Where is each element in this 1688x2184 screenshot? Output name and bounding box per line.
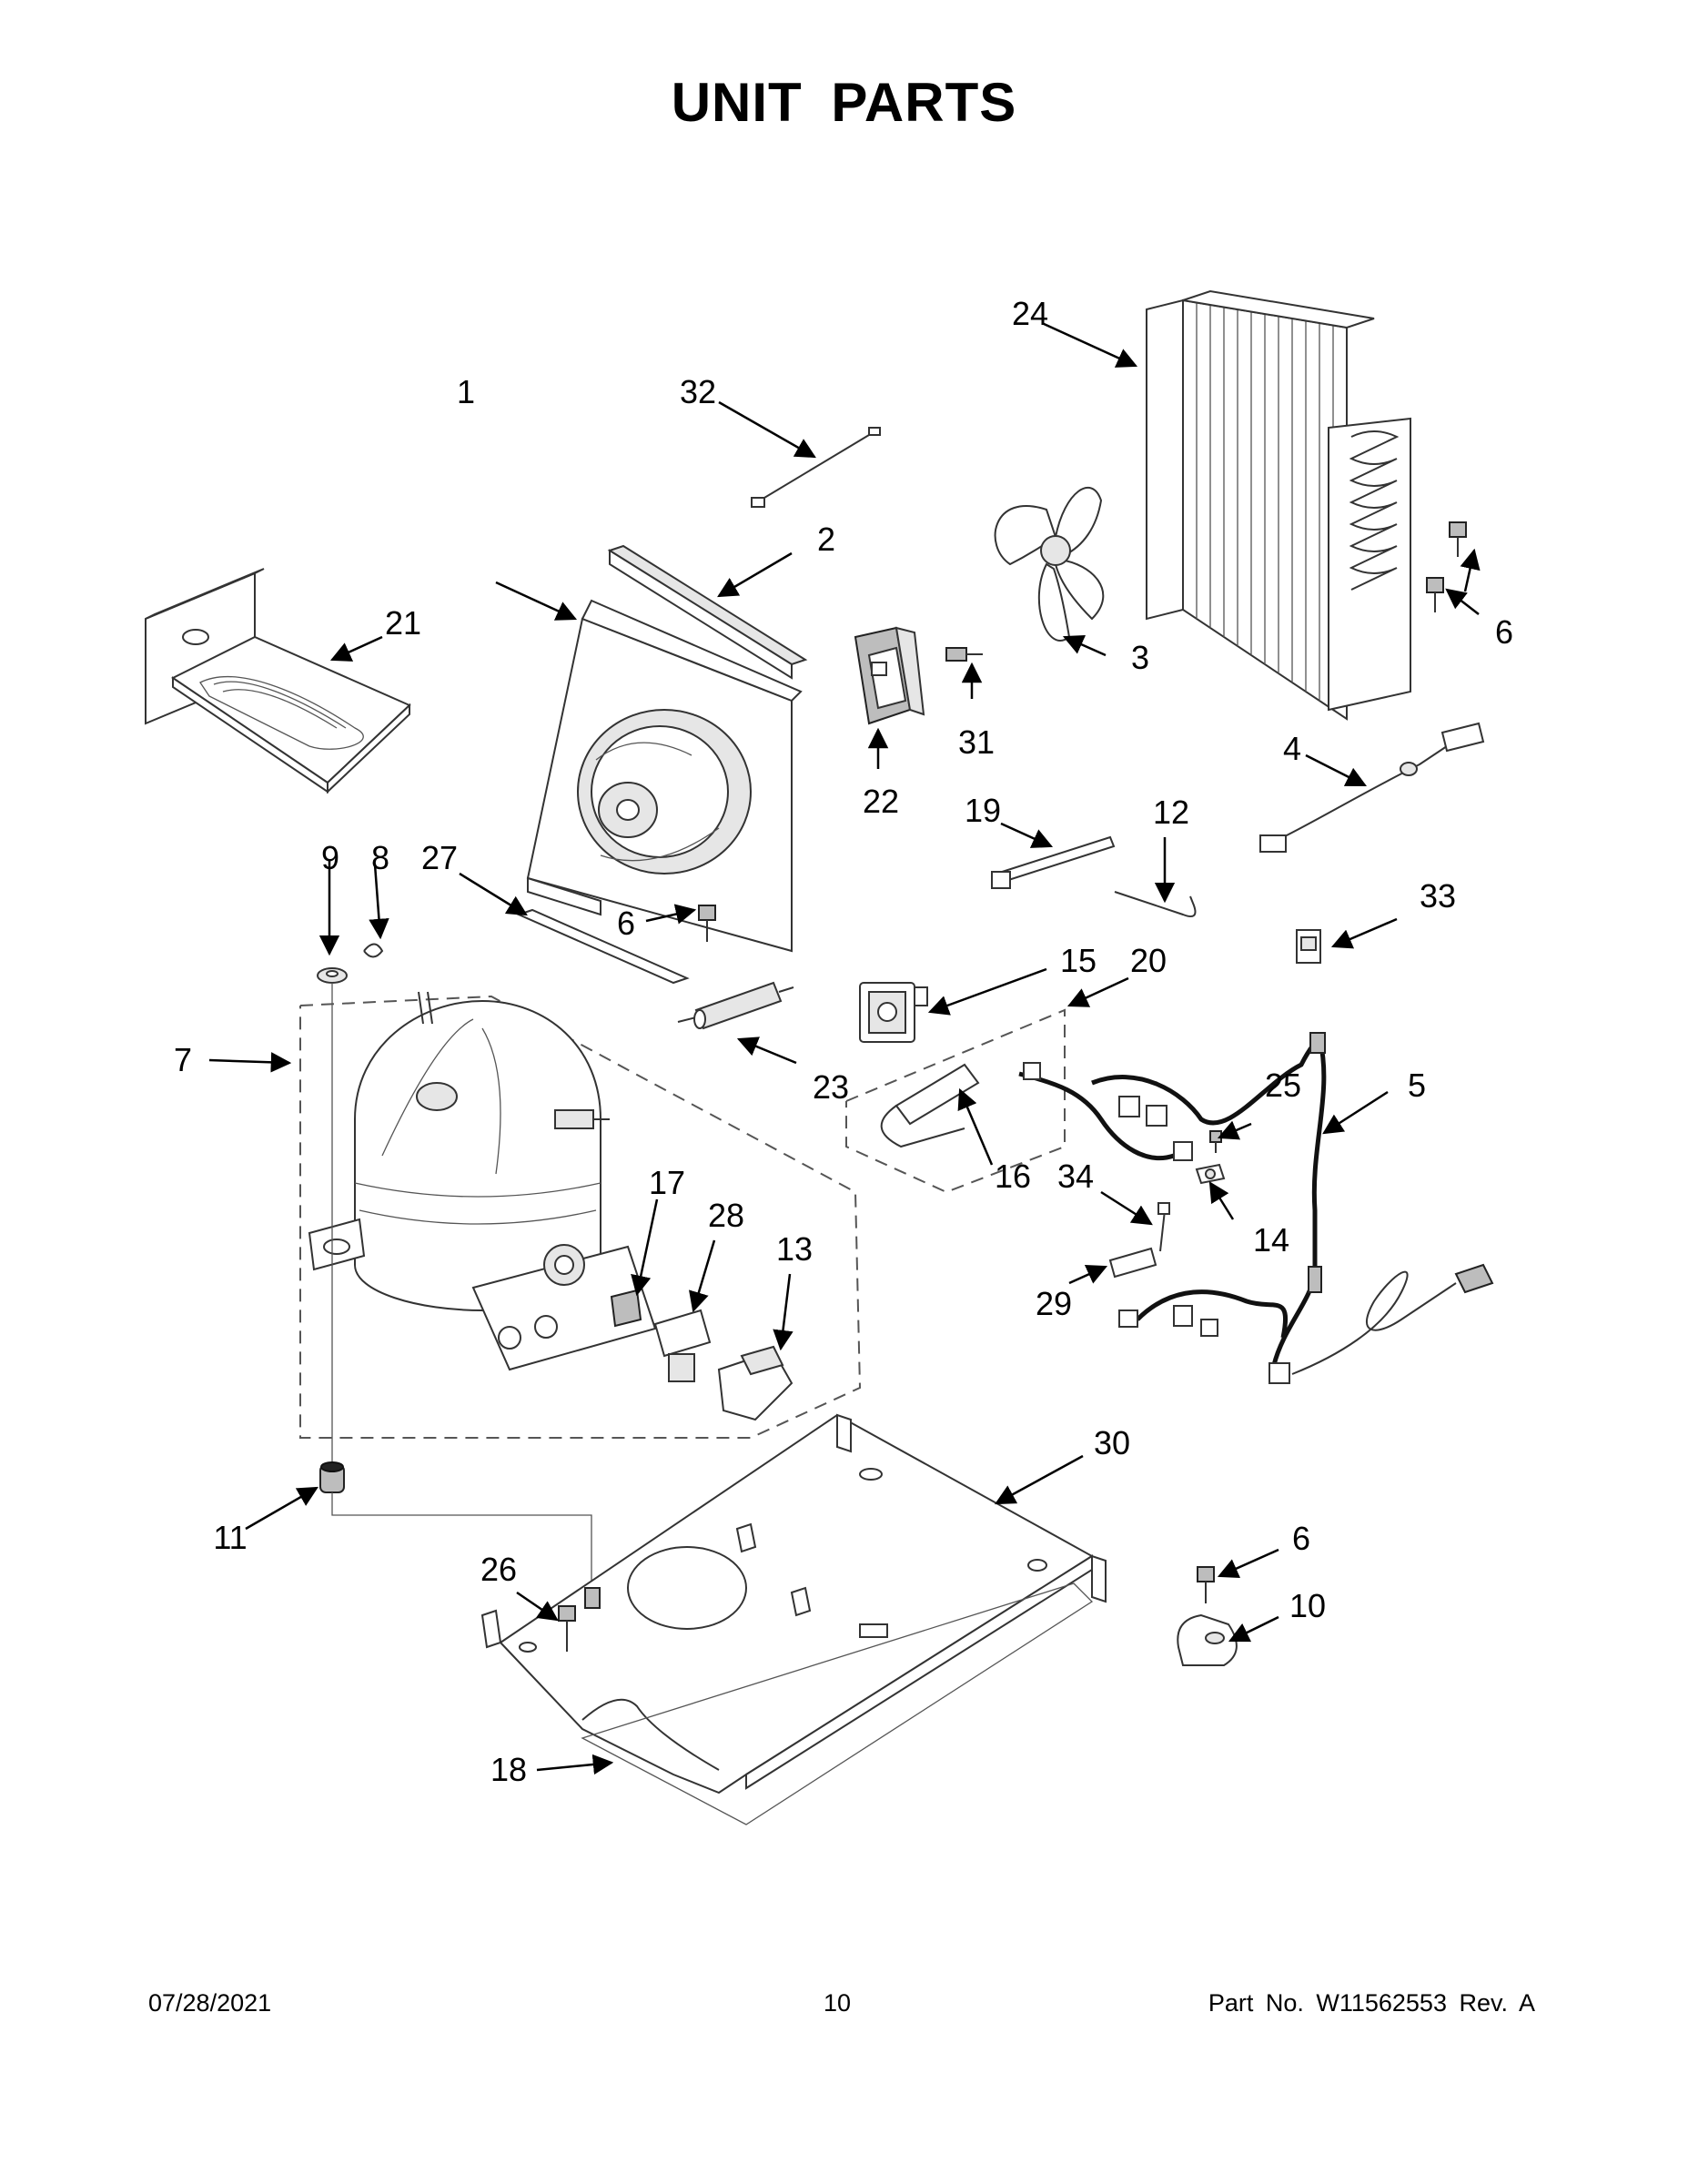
- part-6-screw-bottom: [1197, 1566, 1215, 1603]
- footer-date: 07/28/2021: [148, 1989, 272, 2017]
- part-3-fan-blade: [994, 487, 1105, 642]
- callout-34: 34: [1057, 1158, 1094, 1195]
- part-17-overload-clip: [610, 1289, 642, 1328]
- part-27-plate: [516, 908, 690, 985]
- callout-leaders: [208, 321, 1481, 1775]
- callout-12: 12: [1153, 794, 1189, 831]
- part-22-control-module: [854, 626, 925, 725]
- callout-9: 9: [321, 839, 339, 876]
- callout-6-shroud: 6: [617, 905, 635, 942]
- part-18-base-insulation: [581, 1582, 1094, 1825]
- part-11-grommet: [319, 1461, 345, 1493]
- callout-27: 27: [421, 839, 458, 876]
- footer-page-number: 10: [824, 1989, 852, 2017]
- part-8-clip: [363, 943, 384, 958]
- callout-25: 25: [1265, 1067, 1301, 1104]
- callout-8: 8: [371, 839, 389, 876]
- part-6-screw-shroud: [698, 905, 716, 942]
- part-31-screw: [945, 647, 983, 662]
- part-15-solenoid: [859, 982, 928, 1043]
- part-5-wire-harness: [1018, 1032, 1494, 1384]
- callout-7: 7: [174, 1041, 192, 1078]
- grommet-guide-line: [331, 1492, 592, 1602]
- part-19-cable-tie: [991, 835, 1116, 889]
- callout-6-condenser: 6: [1495, 613, 1513, 651]
- part-23-filter-drier: [677, 981, 794, 1030]
- callout-32: 32: [680, 373, 716, 410]
- part-14-bracket: [1195, 1163, 1226, 1185]
- callout-6-bottom: 6: [1292, 1520, 1310, 1557]
- part-12-tube: [1114, 891, 1197, 917]
- callout-15: 15: [1060, 942, 1097, 979]
- callout-26: 26: [480, 1551, 517, 1588]
- page-title: UNIT PARTS: [671, 72, 1017, 133]
- callout-3: 3: [1131, 639, 1149, 676]
- callout-14: 14: [1253, 1221, 1289, 1259]
- compressor-mount-stud: [584, 1587, 601, 1609]
- part-25-fastener: [1209, 1130, 1222, 1153]
- part-10-clamp: [1177, 1613, 1238, 1666]
- callout-23: 23: [813, 1068, 849, 1106]
- part-28-relay: [653, 1309, 712, 1382]
- part-2-strip: [607, 544, 808, 680]
- part-9-washer: [317, 967, 348, 984]
- part-6-screw-condenser-b: [1426, 577, 1444, 612]
- callout-22: 22: [863, 783, 899, 820]
- part-32-wire: [751, 427, 881, 508]
- callout-11: 11: [213, 1519, 247, 1556]
- part-30-base-plate: [480, 1413, 1107, 1795]
- callout-30: 30: [1094, 1424, 1130, 1461]
- callout-5: 5: [1408, 1067, 1426, 1104]
- callout-18: 18: [490, 1751, 527, 1788]
- part-4-thermistor-harness: [1259, 722, 1485, 853]
- callout-33: 33: [1420, 877, 1456, 915]
- callout-31: 31: [958, 723, 995, 761]
- callout-16: 16: [995, 1158, 1031, 1195]
- callout-labels: 1 2 3 4 5 6 6 6 6 7 8 9 10 11 12 13 14 1…: [174, 295, 1513, 1788]
- footer-part-number: Part No. W11562553 Rev. A: [1208, 1989, 1535, 2017]
- callout-13: 13: [776, 1230, 813, 1268]
- part-21-drain-pan: [145, 568, 411, 794]
- part-33-clip: [1296, 929, 1321, 964]
- callout-29: 29: [1036, 1285, 1072, 1322]
- callout-21: 21: [385, 604, 421, 642]
- part-7-compressor-assembly: [299, 991, 862, 1439]
- part-34-tie: [1157, 1202, 1170, 1252]
- callout-20: 20: [1130, 942, 1167, 979]
- part-6-screw-condenser-a: [1449, 521, 1467, 557]
- part-29-clip: [1108, 1247, 1157, 1279]
- part-20-wiring-group: [845, 1008, 1066, 1194]
- callout-10: 10: [1289, 1587, 1326, 1624]
- part-13-capacitor: [717, 1345, 793, 1421]
- callout-24: 24: [1012, 295, 1048, 332]
- callout-19: 19: [965, 792, 1001, 829]
- callout-28: 28: [708, 1197, 744, 1234]
- callout-4: 4: [1283, 730, 1301, 767]
- callout-17: 17: [649, 1164, 685, 1201]
- callout-1: 1: [457, 373, 475, 410]
- part-26-stud: [558, 1605, 576, 1652]
- part-1-fan-shroud: [526, 599, 803, 953]
- callout-2: 2: [817, 521, 835, 558]
- part-24-condenser: [1146, 289, 1411, 721]
